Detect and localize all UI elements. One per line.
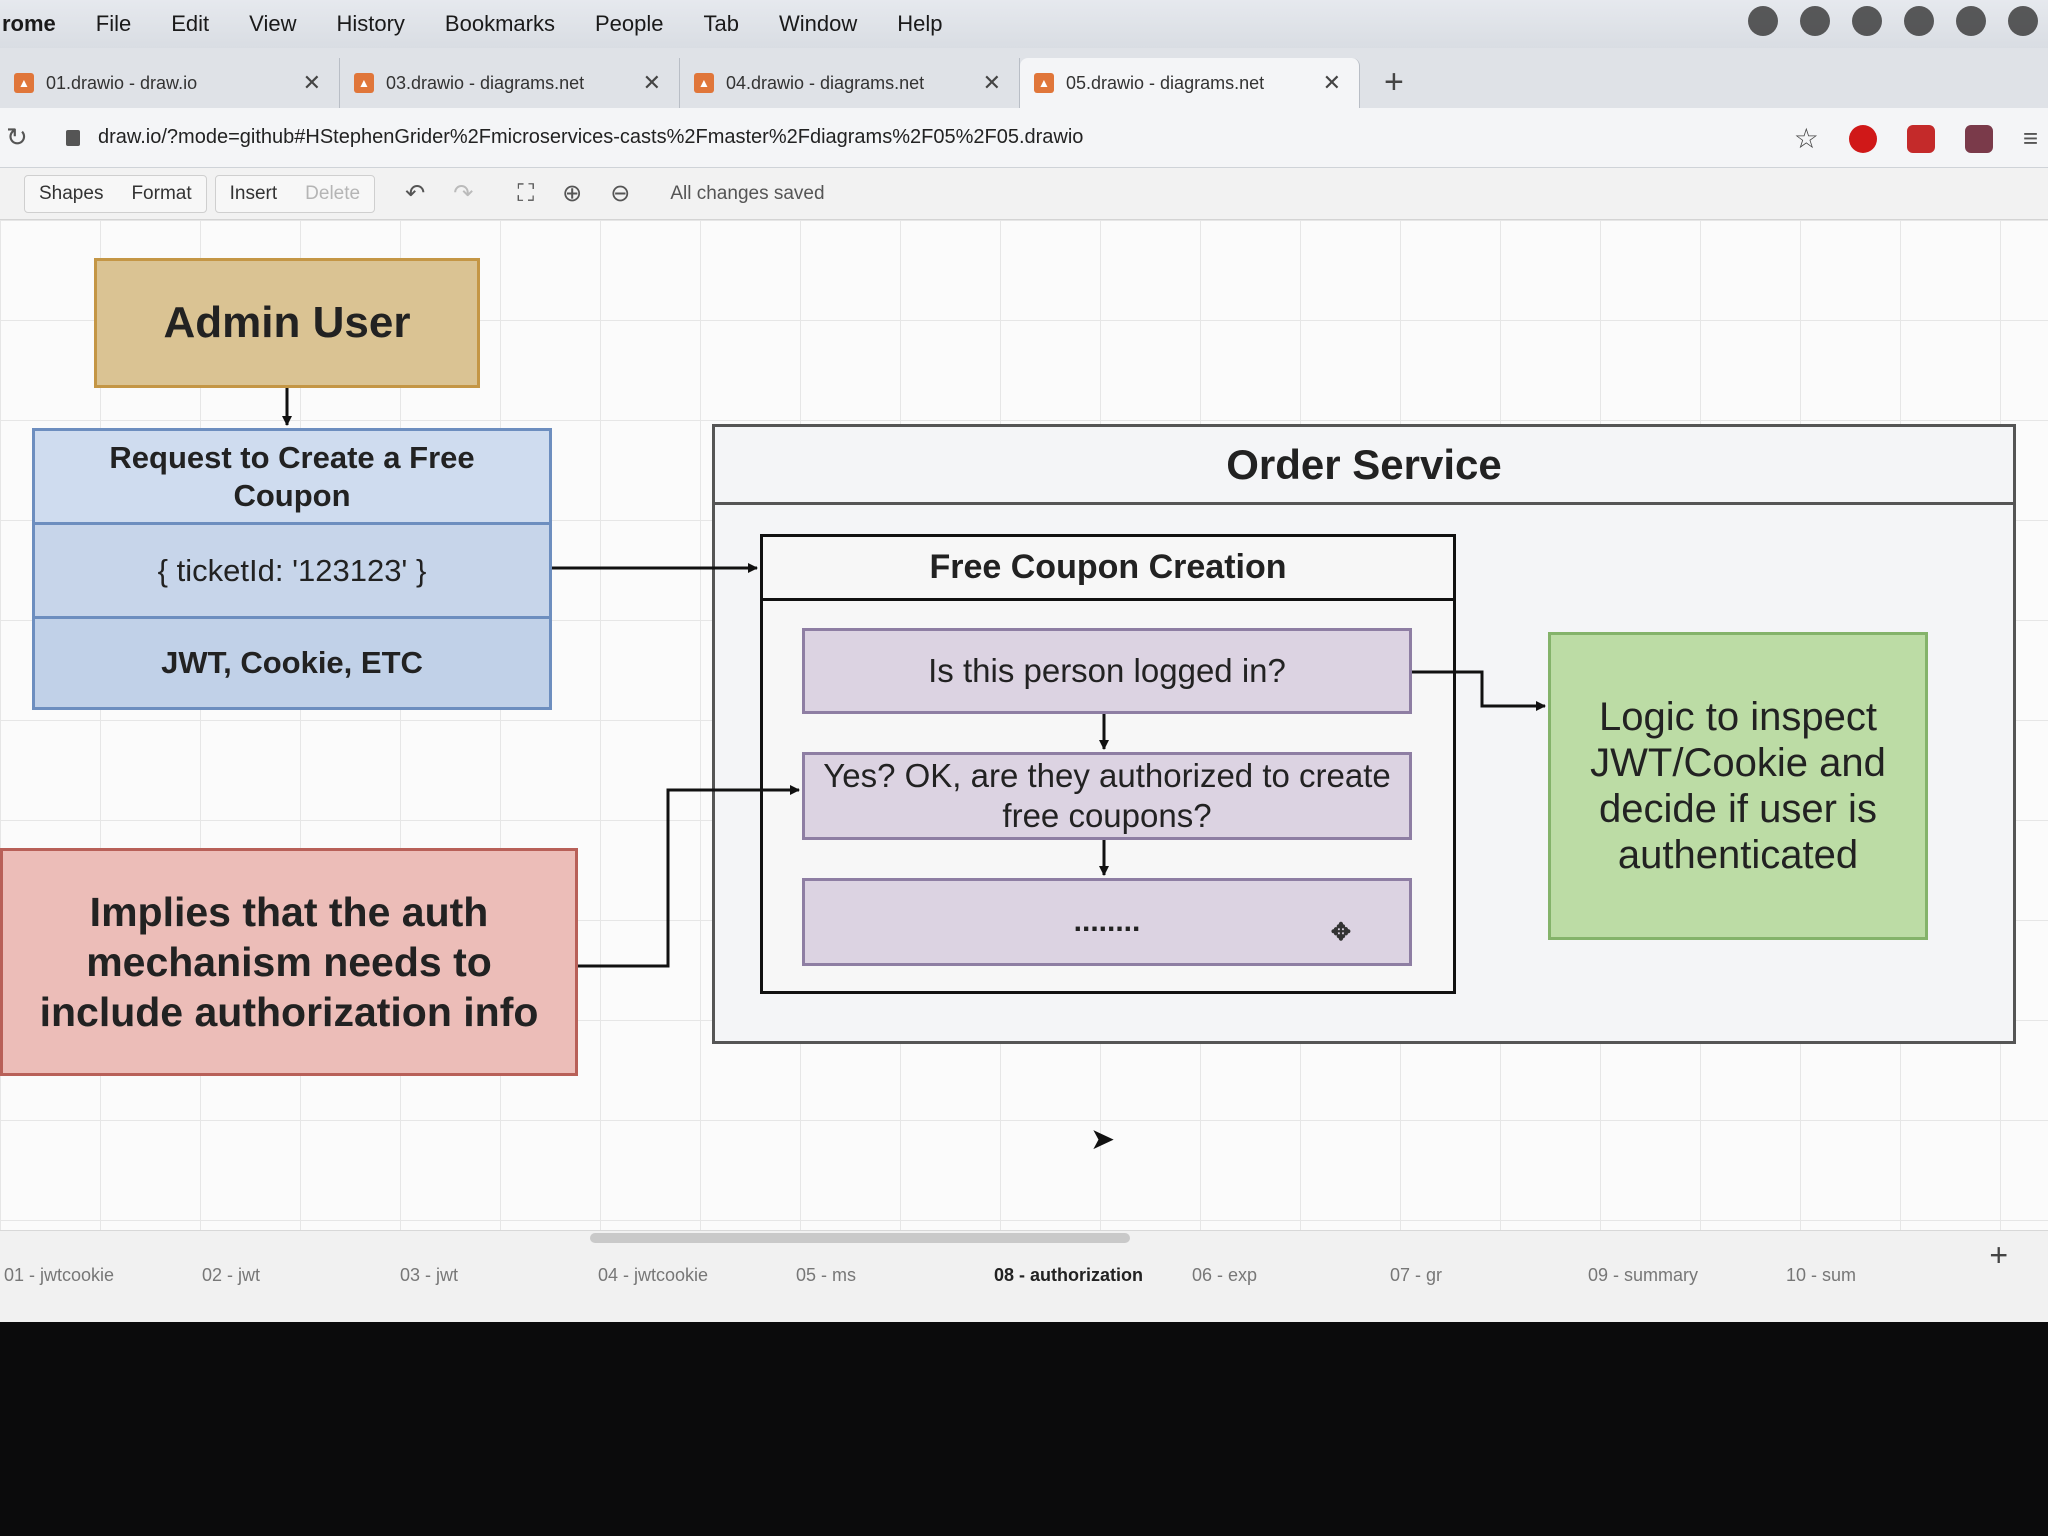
mouse-cursor-icon: ➤ xyxy=(1090,1123,1116,1156)
docker-icon[interactable] xyxy=(1748,6,1778,36)
page-tab[interactable]: 03 - jwt xyxy=(400,1264,459,1285)
request-title: Request to Create a Free Coupon xyxy=(35,431,549,525)
free-coupon-creation-title: Free Coupon Creation xyxy=(763,537,1453,601)
browser-tab-01[interactable]: ▲ 01.drawio - draw.io ✕ xyxy=(0,58,340,108)
os-menubar: rome File Edit View History Bookmarks Pe… xyxy=(0,0,2048,48)
page-tab[interactable]: 01 - jwtcookie xyxy=(4,1264,115,1285)
page-tab[interactable]: 09 - summary xyxy=(1588,1264,1699,1285)
step-placeholder[interactable]: ........ ✥ xyxy=(802,878,1412,966)
menu-tab[interactable]: Tab xyxy=(703,11,739,36)
insert-button[interactable]: Insert xyxy=(229,182,278,204)
drawio-icon: ▲ xyxy=(14,73,34,93)
browser-tab-04[interactable]: ▲ 04.drawio - diagrams.net ✕ xyxy=(680,58,1020,108)
drawio-icon: ▲ xyxy=(354,73,374,93)
menu-view[interactable]: View xyxy=(249,11,297,36)
page-tab[interactable]: 04 - jwtcookie xyxy=(598,1264,709,1285)
panel-toggle-group: Shapes Format xyxy=(24,174,207,213)
app-status-icon[interactable] xyxy=(1800,6,1830,36)
menu-edit[interactable]: Edit xyxy=(171,11,210,36)
page-tab[interactable]: 02 - jwt xyxy=(202,1264,261,1285)
drawio-icon: ▲ xyxy=(1034,73,1054,93)
admin-user-box[interactable]: Admin User xyxy=(94,258,480,388)
format-button[interactable]: Format xyxy=(131,182,192,204)
menu-people[interactable]: People xyxy=(594,11,664,36)
logic-note-box[interactable]: Logic to inspect JWT/Cookie and decide i… xyxy=(1548,632,1928,940)
tab-title: 03.drawio - diagrams.net xyxy=(386,72,585,93)
close-icon[interactable]: ✕ xyxy=(982,70,1001,95)
step-placeholder-label: ........ xyxy=(1073,905,1141,938)
reload-icon[interactable]: ↻ xyxy=(6,122,28,152)
page-tab-active[interactable]: 08 - authorization xyxy=(994,1264,1144,1285)
undo-icon[interactable]: ↶ xyxy=(405,180,426,207)
tab-title: 04.drawio - diagrams.net xyxy=(726,72,925,93)
horizontal-scrollbar[interactable] xyxy=(590,1233,1130,1243)
cloud-icon[interactable] xyxy=(1904,6,1934,36)
lock-icon[interactable] xyxy=(66,129,80,146)
page-tab[interactable]: 06 - exp xyxy=(1192,1264,1258,1285)
address-bar: ↻ draw.io/?mode=github#HStephenGrider%2F… xyxy=(0,108,2048,168)
wifi-icon[interactable] xyxy=(1956,6,1986,36)
glasses-icon[interactable] xyxy=(1852,6,1882,36)
delete-button[interactable]: Delete xyxy=(305,182,361,204)
close-icon[interactable]: ✕ xyxy=(642,70,661,95)
battery-icon[interactable] xyxy=(2008,6,2038,36)
tab-title: 01.drawio - draw.io xyxy=(46,72,198,93)
menu-file[interactable]: File xyxy=(95,11,132,36)
browser-tabbar: ▲ 01.drawio - draw.io ✕ ▲ 03.drawio - di… xyxy=(0,48,2048,108)
edit-group: Insert Delete xyxy=(214,174,376,213)
menu-history[interactable]: History xyxy=(336,11,405,36)
zoom-in-icon[interactable]: ⊕ xyxy=(562,180,583,207)
implies-note-box[interactable]: Implies that the auth mechanism needs to… xyxy=(0,848,578,1076)
status-icons xyxy=(1748,6,2038,36)
order-service-title: Order Service xyxy=(715,427,2013,505)
step-authorized[interactable]: Yes? OK, are they authorized to create f… xyxy=(802,752,1412,840)
browser-tab-05[interactable]: ▲ 05.drawio - diagrams.net ✕ xyxy=(1020,58,1360,108)
menu-help[interactable]: Help xyxy=(897,11,943,36)
save-status: All changes saved xyxy=(670,182,825,204)
laptop-bezel xyxy=(0,1322,2048,1536)
extension-icons: ☆ ≡ xyxy=(1794,122,2038,155)
lastpass-icon[interactable] xyxy=(1906,124,1935,153)
bookmark-star-icon[interactable]: ☆ xyxy=(1793,123,1819,154)
request-body: { ticketId: '123123' } xyxy=(35,525,549,619)
step-logged-in[interactable]: Is this person logged in? xyxy=(802,628,1412,714)
page-tabs-bar: 01 - jwtcookie 02 - jwt 03 - jwt 04 - jw… xyxy=(0,1230,2048,1322)
menu-window[interactable]: Window xyxy=(778,11,858,36)
menu-bookmarks[interactable]: Bookmarks xyxy=(444,11,555,36)
tab-title: 05.drawio - diagrams.net xyxy=(1066,72,1265,93)
close-icon[interactable]: ✕ xyxy=(1322,70,1341,95)
drawio-toolbar: Shapes Format Insert Delete ↶ ↷ ⛶ ⊕ ⊖ Al… xyxy=(0,168,2048,220)
url-field[interactable]: draw.io/?mode=github#HStephenGrider%2Fmi… xyxy=(98,126,1084,148)
menu-app-name[interactable]: rome xyxy=(2,11,56,36)
request-card[interactable]: Request to Create a Free Coupon { ticket… xyxy=(32,428,552,710)
shapes-button[interactable]: Shapes xyxy=(39,182,104,204)
fullscreen-icon[interactable]: ⛶ xyxy=(517,179,535,207)
page-tab[interactable]: 07 - gr xyxy=(1390,1264,1443,1285)
new-tab-button[interactable]: + xyxy=(1384,63,1404,101)
page-tab[interactable]: 10 - sum xyxy=(1786,1264,1857,1285)
drawio-icon: ▲ xyxy=(694,73,714,93)
move-icon[interactable]: ✥ xyxy=(1330,919,1351,946)
diagram-canvas[interactable]: Order Service Free Coupon Creation Is th… xyxy=(0,220,2048,1230)
extension-icon[interactable] xyxy=(1964,124,1993,153)
close-icon[interactable]: ✕ xyxy=(302,70,321,95)
opera-icon[interactable] xyxy=(1848,124,1877,153)
add-page-button[interactable]: + xyxy=(1989,1237,2008,1273)
redo-icon[interactable]: ↷ xyxy=(453,180,474,207)
request-auth: JWT, Cookie, ETC xyxy=(35,619,549,707)
page-tabs: 01 - jwtcookie 02 - jwt 03 - jwt 04 - jw… xyxy=(0,1245,2048,1305)
zoom-out-icon[interactable]: ⊖ xyxy=(610,180,631,207)
browser-tab-03[interactable]: ▲ 03.drawio - diagrams.net ✕ xyxy=(340,58,680,108)
page-tab[interactable]: 05 - ms xyxy=(796,1264,857,1285)
menu-icon[interactable]: ≡ xyxy=(2022,123,2038,153)
